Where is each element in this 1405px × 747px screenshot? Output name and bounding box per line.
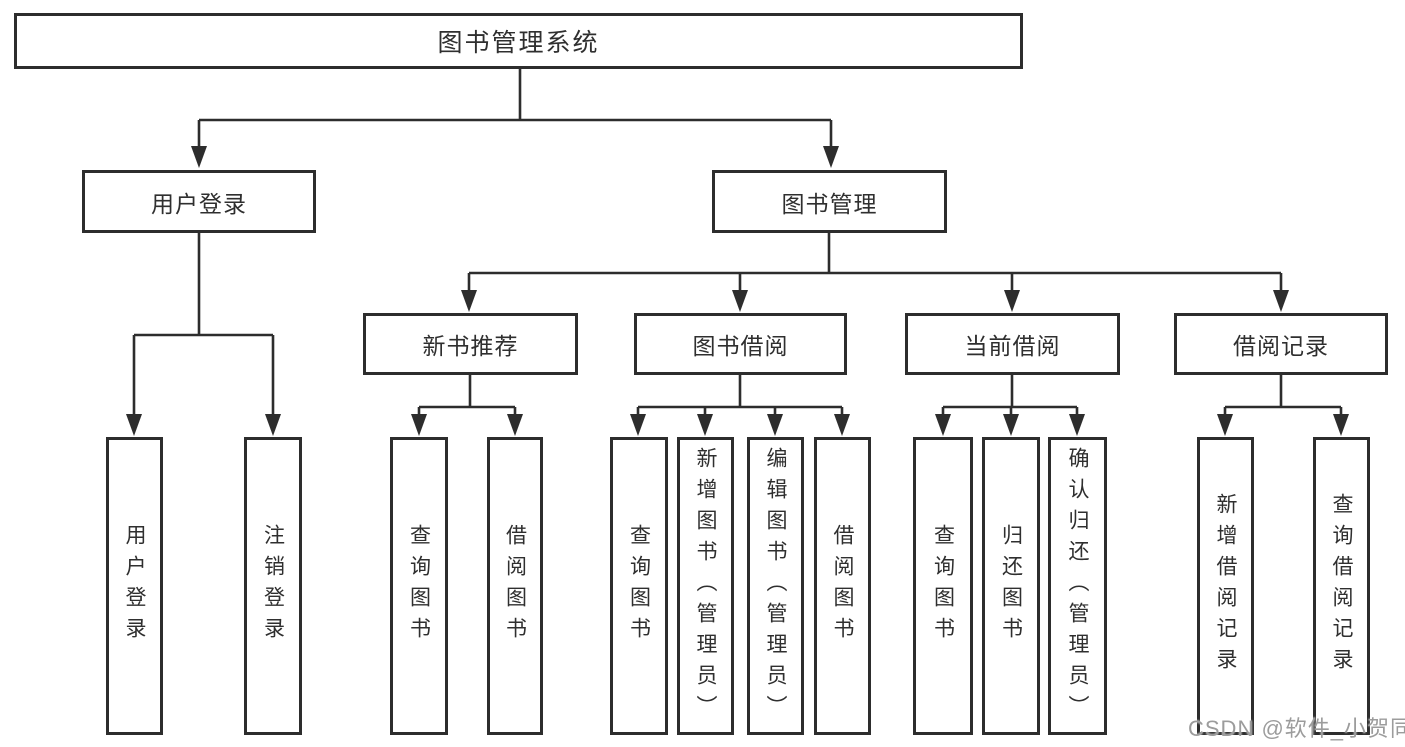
- node-book-borrow: 图书借阅: [634, 313, 847, 375]
- node-leaf-add-book-admin: 新增图书（管理员）: [677, 437, 734, 735]
- node-leaf-query-books-current: 查询图书: [913, 437, 973, 735]
- node-current-borrow-label: 当前借阅: [964, 333, 1061, 359]
- node-leaf-query-books-recommend: 查询图书: [390, 437, 448, 735]
- node-root: 图书管理系统: [14, 13, 1023, 69]
- node-user-login: 用户登录: [82, 170, 316, 233]
- node-book-borrow-label: 图书借阅: [692, 333, 789, 359]
- node-leaf-return-book: 归还图书: [982, 437, 1040, 735]
- node-leaf-borrow-books: 借阅图书: [814, 437, 871, 735]
- node-leaf-borrow-books-recommend-label: 借阅图书: [503, 524, 527, 648]
- connector-root-to-level2: [197, 69, 833, 150]
- connector-book-borrow-children: [636, 375, 844, 418]
- node-leaf-add-borrow-record: 新增借阅记录: [1197, 437, 1254, 735]
- node-borrow-records-label: 借阅记录: [1233, 333, 1329, 359]
- node-leaf-query-books-borrow-label: 查询图书: [627, 524, 651, 648]
- connector-new-book-children: [417, 375, 517, 418]
- node-leaf-confirm-return-admin-label: 确认归还（管理员）: [1066, 446, 1090, 726]
- node-leaf-add-borrow-record-label: 新增借阅记录: [1214, 493, 1238, 679]
- node-new-book-recommend: 新书推荐: [363, 313, 578, 375]
- node-leaf-logout: 注销登录: [244, 437, 302, 735]
- connector-user-login-children: [132, 233, 275, 418]
- connector-book-management-children: [467, 233, 1283, 293]
- node-new-book-recommend-label: 新书推荐: [422, 333, 519, 359]
- node-leaf-query-borrow-record-label: 查询借阅记录: [1330, 493, 1354, 679]
- node-leaf-query-borrow-record: 查询借阅记录: [1313, 437, 1370, 735]
- node-current-borrow: 当前借阅: [905, 313, 1120, 375]
- node-leaf-return-book-label: 归还图书: [999, 524, 1023, 648]
- node-leaf-add-book-admin-label: 新增图书（管理员）: [694, 446, 718, 726]
- node-leaf-edit-book-admin: 编辑图书（管理员）: [747, 437, 804, 735]
- node-root-label: 图书管理系统: [437, 29, 600, 57]
- node-leaf-query-books-recommend-label: 查询图书: [407, 524, 431, 648]
- node-leaf-borrow-books-label: 借阅图书: [831, 524, 855, 648]
- connector-current-borrow-children: [941, 375, 1079, 418]
- node-book-management-label: 图书管理: [781, 190, 878, 217]
- node-leaf-edit-book-admin-label: 编辑图书（管理员）: [764, 446, 788, 726]
- node-leaf-user-login: 用户登录: [106, 437, 163, 735]
- node-leaf-user-login-label: 用户登录: [123, 524, 147, 648]
- node-borrow-records: 借阅记录: [1174, 313, 1388, 375]
- connector-borrow-record-children: [1223, 375, 1343, 418]
- node-leaf-confirm-return-admin: 确认归还（管理员）: [1048, 437, 1107, 735]
- node-book-management: 图书管理: [712, 170, 947, 233]
- node-user-login-label: 用户登录: [151, 190, 247, 217]
- watermark-text: CSDN @软件_小贺同学: [1188, 716, 1405, 741]
- node-leaf-borrow-books-recommend: 借阅图书: [487, 437, 543, 735]
- node-leaf-query-books-current-label: 查询图书: [931, 524, 955, 648]
- node-leaf-query-books-borrow: 查询图书: [610, 437, 668, 735]
- node-leaf-logout-label: 注销登录: [261, 524, 285, 648]
